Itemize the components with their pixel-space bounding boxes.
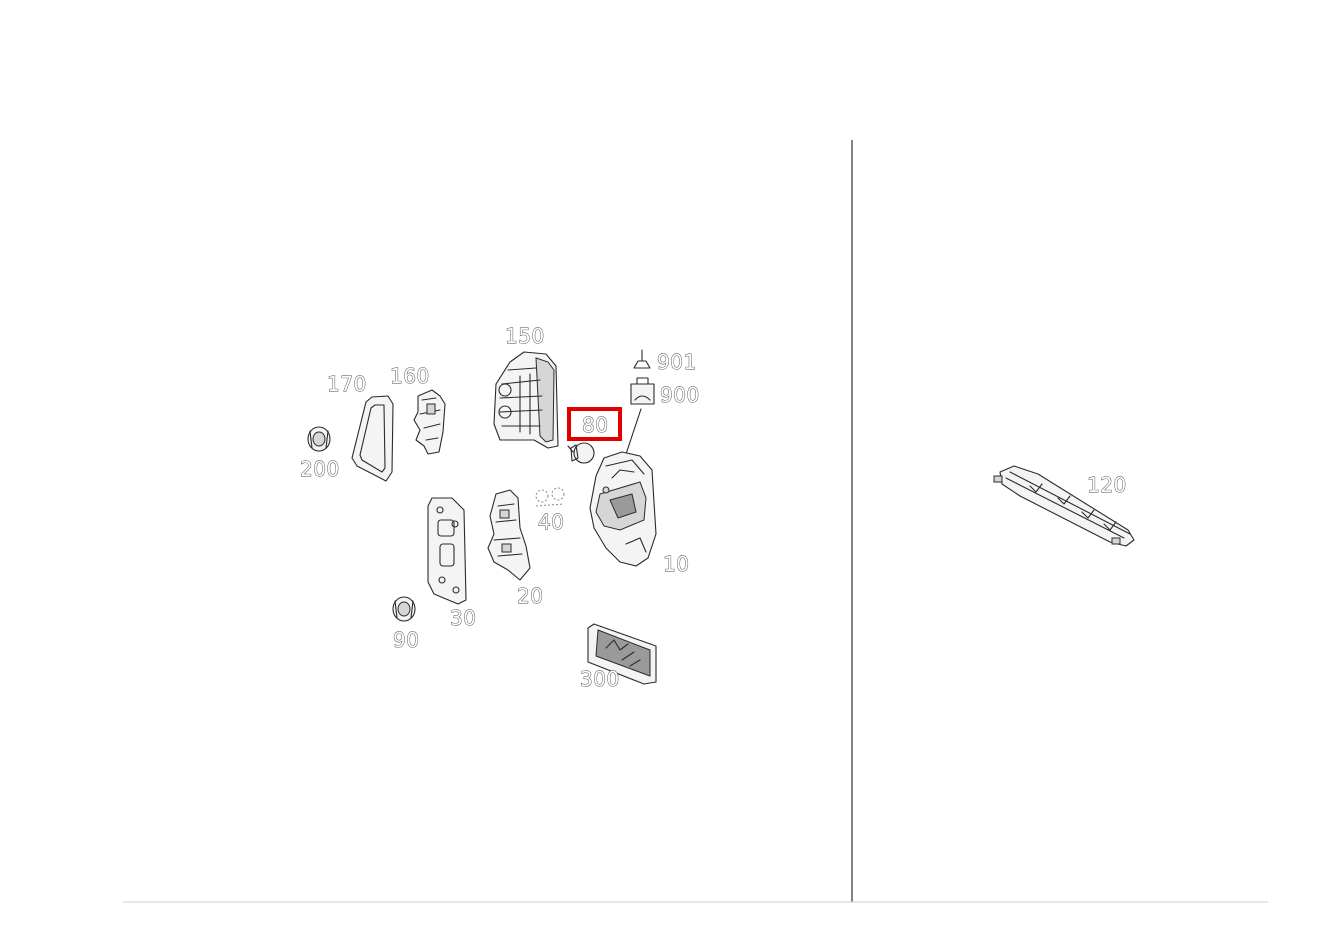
- part-90-nut[interactable]: [392, 596, 416, 622]
- label-900[interactable]: 900: [660, 383, 700, 408]
- connector-icon-900: [630, 377, 655, 405]
- part-10-tail-lamp[interactable]: [589, 451, 657, 567]
- label-160[interactable]: 160: [390, 364, 430, 389]
- label-30[interactable]: 30: [450, 606, 477, 631]
- part-120-brake-light-strip[interactable]: [993, 465, 1135, 547]
- label-170[interactable]: 170: [327, 372, 367, 397]
- part-300-label-plate[interactable]: [587, 623, 657, 685]
- label-150[interactable]: 150: [505, 324, 545, 349]
- part-150-lamp-housing[interactable]: [493, 351, 559, 449]
- label-200[interactable]: 200: [300, 457, 340, 482]
- label-10[interactable]: 10: [663, 552, 690, 577]
- socket-icon-901: [633, 349, 651, 369]
- label-901[interactable]: 901: [657, 350, 697, 375]
- part-30-gasket-plate[interactable]: [427, 497, 467, 605]
- part-80-bulb[interactable]: [567, 442, 595, 464]
- label-40[interactable]: 40: [538, 510, 565, 535]
- part-160-bracket[interactable]: [413, 389, 446, 455]
- part-20-bulb-carrier[interactable]: [487, 489, 531, 581]
- label-120[interactable]: 120: [1087, 473, 1127, 498]
- label-80[interactable]: 80: [582, 413, 609, 438]
- label-300[interactable]: 300: [580, 667, 620, 692]
- part-200-nut[interactable]: [307, 426, 331, 452]
- label-90[interactable]: 90: [393, 628, 420, 653]
- label-20[interactable]: 20: [517, 584, 544, 609]
- highlight-box-80: [567, 407, 622, 441]
- part-40-clip[interactable]: [535, 487, 565, 507]
- part-170-gasket[interactable]: [351, 395, 394, 482]
